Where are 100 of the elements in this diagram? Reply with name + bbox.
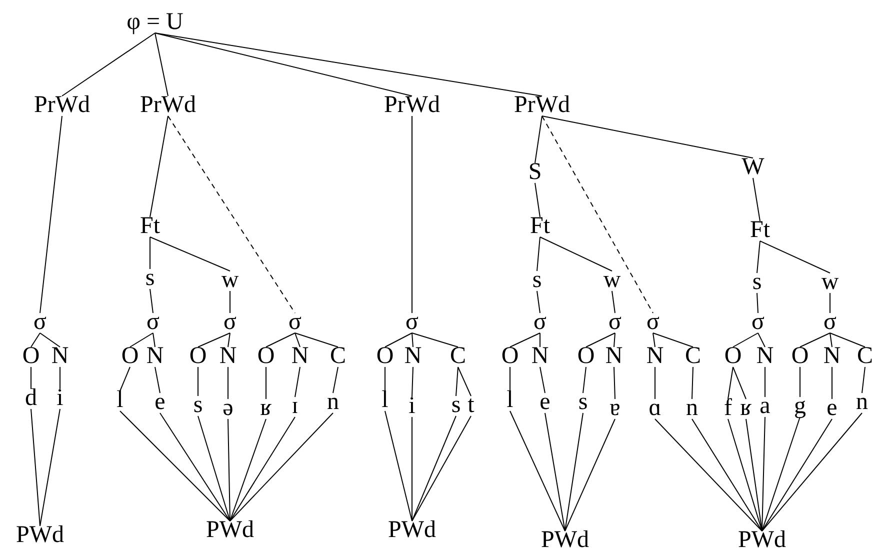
node-label: t	[466, 393, 476, 417]
tree-branch	[762, 416, 800, 532]
tree-branch	[692, 418, 762, 532]
tree-branch	[154, 32, 168, 96]
node-label: N	[50, 344, 70, 368]
tree-branch	[762, 418, 832, 532]
tree-branch	[756, 240, 760, 274]
tree-branch	[120, 366, 130, 392]
node-label: σ	[608, 310, 622, 334]
tree-branch	[862, 366, 866, 394]
node-label: N	[530, 344, 550, 368]
node-label: i	[56, 386, 64, 410]
tree-branch	[294, 332, 300, 348]
node-label: N	[755, 344, 775, 368]
tree-branch	[40, 332, 60, 348]
node-label: N	[403, 344, 423, 368]
tree-branch	[762, 416, 766, 532]
node-label: e	[538, 390, 552, 414]
tree-branch	[230, 412, 334, 522]
node-label: σ	[750, 310, 766, 334]
node-label: φ = U	[126, 10, 184, 34]
tree-branch	[150, 288, 154, 314]
node-label: σ	[646, 310, 660, 334]
tree-branch	[612, 290, 616, 314]
node-label: PrWd	[139, 93, 197, 117]
tree-branch	[230, 416, 296, 522]
tree-branch	[130, 332, 154, 348]
node-label: l	[116, 388, 124, 412]
tree-branch	[30, 408, 40, 526]
node-label: s	[751, 270, 763, 294]
tree-branch	[168, 116, 296, 314]
tree-branch	[564, 418, 616, 532]
tree-branch	[266, 332, 296, 348]
tree-branch	[458, 366, 472, 396]
node-label: N	[645, 344, 665, 368]
tree-branch	[732, 366, 746, 400]
node-label: σ	[32, 310, 48, 334]
node-label: w	[220, 268, 240, 292]
node-label: l	[506, 388, 514, 412]
node-label: ɪ	[290, 394, 300, 418]
tree-branch	[542, 116, 654, 314]
tree-branch	[510, 332, 540, 348]
node-label: PWd	[205, 518, 255, 542]
tree-branch	[760, 240, 830, 274]
tree-branch	[30, 332, 40, 348]
node-label: C	[856, 344, 874, 368]
node-label: O	[375, 344, 395, 368]
node-label: Ft	[139, 214, 161, 238]
node-label: ə	[222, 396, 234, 420]
tree-branch	[412, 416, 456, 522]
node-label: O	[723, 344, 743, 368]
node-label: w	[820, 270, 840, 294]
tree-branch	[746, 418, 762, 532]
node-label: n	[685, 396, 699, 420]
tree-branch	[756, 292, 758, 314]
tree-branch	[728, 366, 734, 400]
tree-branch	[40, 408, 60, 526]
tree-branch	[294, 332, 338, 348]
tree-branch	[332, 366, 338, 394]
tree-branch	[534, 182, 540, 218]
tree-branch	[534, 116, 542, 164]
node-label: l	[380, 388, 390, 412]
tree-branch	[154, 366, 160, 394]
node-label: σ	[146, 310, 160, 334]
tree-branch	[614, 332, 616, 348]
node-label: e	[154, 390, 166, 414]
tree-branch	[154, 32, 542, 96]
node-label: σ	[404, 310, 420, 334]
tree-branch	[456, 366, 458, 396]
node-label: S	[527, 160, 543, 184]
tree-branch	[294, 366, 300, 398]
node-label: PrWd	[33, 93, 91, 117]
tree-branch	[384, 366, 386, 392]
node-label: Ft	[749, 218, 771, 242]
node-label: d	[24, 386, 38, 410]
node-label: O	[256, 344, 276, 368]
node-label: s	[577, 390, 589, 414]
node-label: n	[855, 390, 869, 414]
tree-branch	[654, 366, 656, 400]
node-label: ɐ	[608, 396, 622, 420]
tree-branch	[800, 332, 830, 348]
node-label: e	[826, 396, 838, 420]
node-label: O	[21, 344, 41, 368]
tree-branch	[652, 332, 694, 348]
tree-branch	[692, 366, 694, 400]
tree-branch	[150, 236, 230, 272]
tree-branch	[582, 366, 586, 394]
node-label: W	[740, 155, 766, 179]
node-label: C	[684, 344, 702, 368]
tree-branch	[384, 332, 412, 348]
node-label: ʁ	[259, 396, 273, 420]
node-label: s	[192, 393, 204, 417]
node-label: N	[218, 344, 238, 368]
tree-branch	[614, 366, 616, 400]
tree-branch	[510, 410, 566, 532]
tree-branch	[30, 366, 32, 390]
node-label: N	[145, 344, 165, 368]
node-label: σ	[222, 310, 238, 334]
tree-branch	[40, 116, 62, 314]
tree-branch	[586, 332, 616, 348]
